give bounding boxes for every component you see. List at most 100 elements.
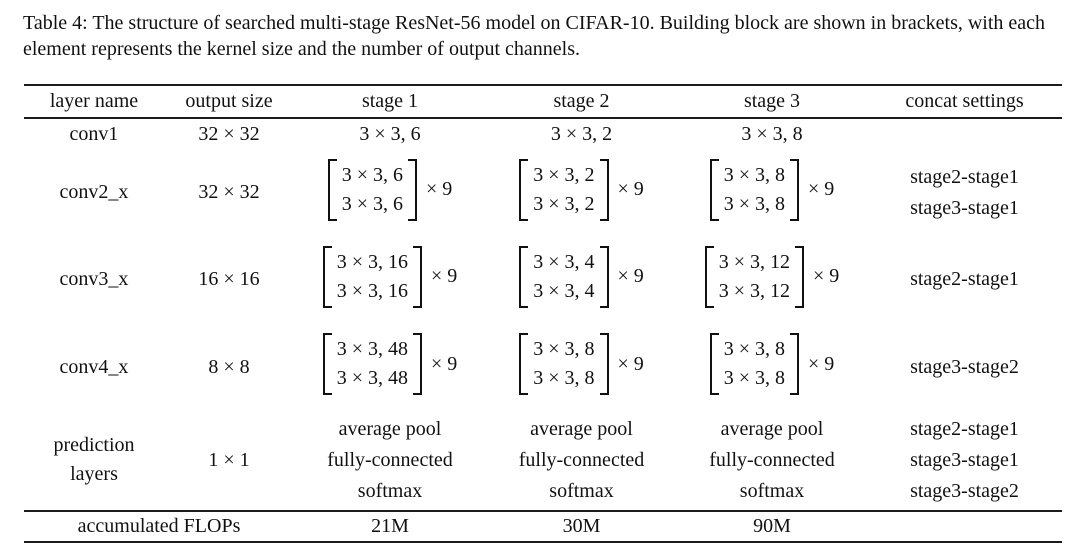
prediction-op: softmax [549,479,614,502]
repeat-multiplier: × 9 [617,178,644,200]
repeat-multiplier: × 9 [808,178,835,200]
header-concat-settings: concat settings [905,90,1024,112]
cell-prediction-stage1: average pool fully-connected softmax [294,410,486,511]
repeat-multiplier: × 9 [813,265,840,287]
matrix-row: 3 × 3, 16 [336,279,408,302]
table-row-conv2: conv2_x 32 × 32 3 × 3, 6 3 × 3, 6 × 9 [24,150,1062,235]
left-bracket-icon [519,333,529,395]
concat-setting: stage3-stage2 [910,355,1019,378]
prediction-op: average pool [720,417,824,440]
repeat-multiplier: × 9 [808,352,835,375]
right-bracket-icon [599,245,609,308]
repeat-multiplier: × 9 [617,352,644,375]
cell-conv3-stage3: 3 × 3, 12 3 × 3, 12 × 9 [677,235,867,324]
table-row-accumulated-flops: accumulated FLOPs 21M 30M 90M [24,511,1062,542]
matrix-row: 3 × 3, 8 [723,192,785,215]
right-bracket-icon [795,245,804,308]
cell-conv2-output: 32 × 32 [198,181,260,203]
cell-flops-stage1: 21M [371,515,409,537]
prediction-op: softmax [739,479,805,502]
repeat-multiplier: × 9 [426,178,453,200]
cell-conv3-stage1: 3 × 3, 16 3 × 3, 16 × 9 [294,235,486,324]
cell-conv3-layer: conv3_x [59,268,129,290]
cell-prediction-layer: prediction layers [24,410,164,511]
cell-conv4-concat: stage3-stage2 [867,324,1062,410]
conv-block-matrix: 3 × 3, 2 3 × 3, 2 × 9 [519,158,644,221]
conv-block-matrix: 3 × 3, 8 3 × 3, 8 × 9 [519,333,644,395]
table-row-conv1: conv1 32 × 32 3 × 3, 6 3 × 3, 2 3 × 3, 8 [24,118,1062,150]
cell-conv1-stage2: 3 × 3, 2 [550,123,613,145]
matrix-row: 3 × 3, 12 [718,279,790,302]
resnet-structure-table: layer name output size stage 1 stage 2 s… [24,84,1062,543]
concat-setting: stage2-stage1 [910,165,1019,188]
cell-prediction-stage2: average pool fully-connected softmax [486,410,677,511]
cell-flops-stage2: 30M [562,515,601,537]
matrix-row: 3 × 3, 48 [336,367,408,389]
concat-setting: stage3-stage1 [910,196,1019,219]
layer-name: prediction layers [53,434,135,485]
conv-block-matrix: 3 × 3, 4 3 × 3, 4 × 9 [519,245,644,308]
concat-setting: stage2-stage1 [910,417,1019,440]
left-bracket-icon [709,158,719,221]
left-bracket-icon [519,158,529,221]
cell-conv4-layer: conv4_x [59,355,129,378]
matrix-row: 3 × 3, 2 [533,163,595,186]
cell-conv3-stage2: 3 × 3, 4 3 × 3, 4 × 9 [486,235,677,324]
matrix-row: 3 × 3, 8 [533,367,595,389]
right-bracket-icon [599,333,609,395]
header-stage1: stage 1 [361,90,419,112]
table-row-conv4: conv4_x 8 × 8 3 × 3, 48 3 × 3, 48 × 9 [24,324,1062,410]
right-bracket-icon [599,158,609,221]
matrix-row: 3 × 3, 48 [336,338,408,360]
right-bracket-icon [790,333,799,395]
cell-conv2-stage2: 3 × 3, 2 3 × 3, 2 × 9 [486,150,677,235]
header-output-size: output size [185,90,273,112]
prediction-op: average pool [338,417,442,440]
cell-flops-label: accumulated FLOPs [77,515,241,537]
table-row-prediction: prediction layers 1 × 1 average pool ful… [24,410,1062,511]
header-stage3: stage 3 [743,90,801,112]
prediction-op: softmax [357,479,423,502]
header-layer-name: layer name [49,90,139,112]
left-bracket-icon [704,245,714,308]
cell-conv4-stage2: 3 × 3, 8 3 × 3, 8 × 9 [486,324,677,410]
matrix-row: 3 × 3, 8 [723,163,785,186]
cell-conv3-output: 16 × 16 [198,268,260,290]
header-stage2: stage 2 [553,90,610,112]
concat-setting: stage2-stage1 [910,268,1019,290]
left-bracket-icon [327,158,337,221]
prediction-op: fully-connected [518,448,645,471]
cell-flops-stage3: 90M [753,515,791,537]
concat-setting: stage3-stage2 [910,479,1019,502]
cell-conv4-stage3: 3 × 3, 8 3 × 3, 8 × 9 [677,324,867,410]
matrix-row: 3 × 3, 4 [533,250,595,273]
cell-conv2-concat: stage2-stage1 stage3-stage1 [867,150,1062,235]
right-bracket-icon [408,158,417,221]
matrix-row: 3 × 3, 6 [341,163,403,186]
cell-conv2-stage3: 3 × 3, 8 3 × 3, 8 × 9 [677,150,867,235]
cell-conv1-output: 32 × 32 [198,123,260,145]
right-bracket-icon [413,245,422,308]
cell-conv1-stage3: 3 × 3, 8 [741,123,803,145]
cell-conv2-stage1: 3 × 3, 6 3 × 3, 6 × 9 [294,150,486,235]
conv-block-matrix: 3 × 3, 48 3 × 3, 48 × 9 [322,333,457,395]
matrix-row: 3 × 3, 4 [533,279,595,302]
conv-block-matrix: 3 × 3, 8 3 × 3, 8 × 9 [709,333,835,395]
left-bracket-icon [322,245,332,308]
matrix-row: 3 × 3, 12 [718,250,790,273]
cell-conv4-output: 8 × 8 [208,355,250,378]
left-bracket-icon [709,333,719,395]
table-caption: Table 4: The structure of searched multi… [23,12,1046,60]
left-bracket-icon [519,245,529,308]
repeat-multiplier: × 9 [617,265,644,287]
prediction-op: fully-connected [709,448,835,471]
matrix-row: 3 × 3, 16 [336,250,408,273]
matrix-row: 3 × 3, 8 [533,338,595,360]
cell-conv1-stage1: 3 × 3, 6 [359,123,421,145]
header-row: layer name output size stage 1 stage 2 s… [24,85,1062,118]
matrix-row: 3 × 3, 2 [533,192,595,215]
cell-prediction-concat: stage2-stage1 stage3-stage1 stage3-stage… [867,410,1062,511]
prediction-op: fully-connected [327,448,453,471]
cell-conv4-stage1: 3 × 3, 48 3 × 3, 48 × 9 [294,324,486,410]
